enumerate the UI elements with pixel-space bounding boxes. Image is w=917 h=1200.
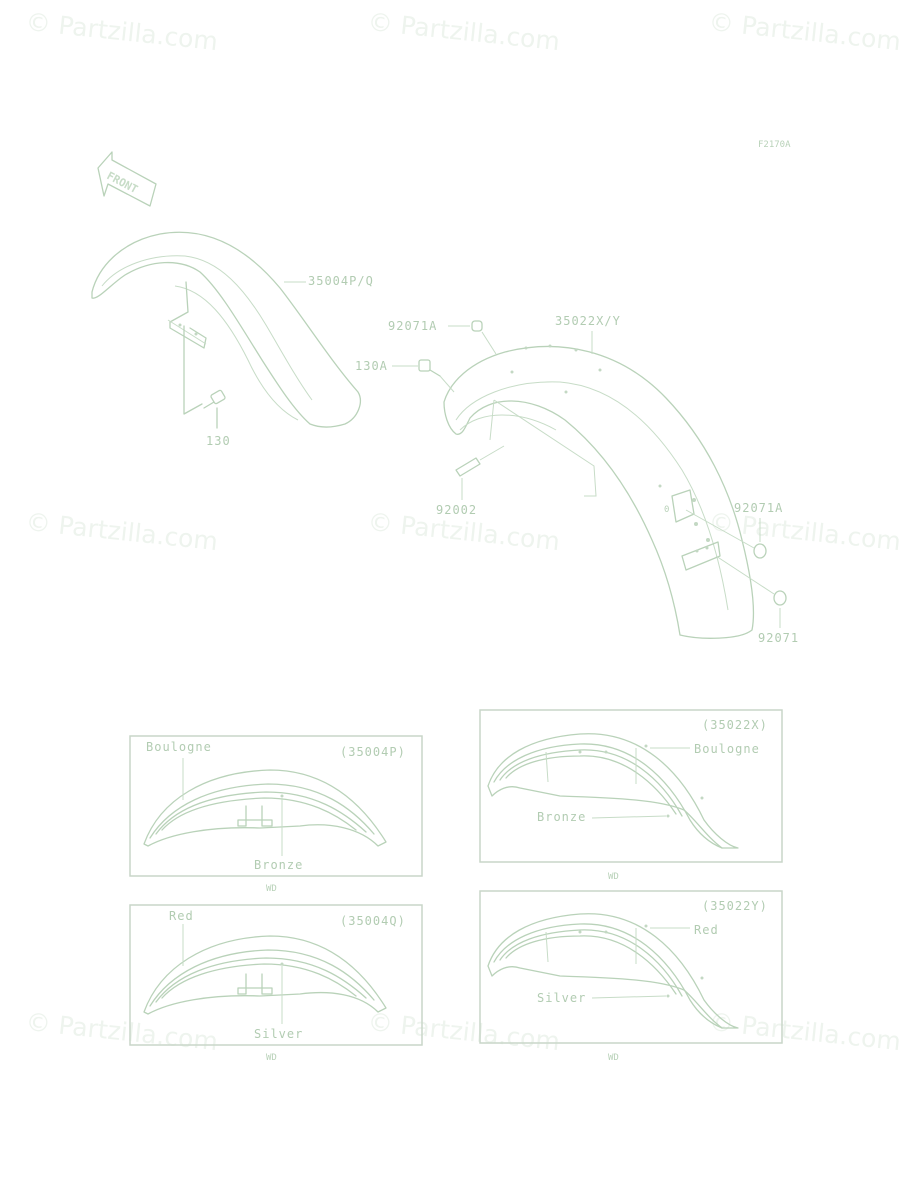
front-arrow-icon: FRONT: [97, 151, 157, 207]
watermark: © Partzilla.com: [24, 7, 219, 56]
base-color-label: Bronze: [537, 810, 586, 824]
variant-note: WD: [266, 884, 277, 894]
callout-92071a-right: 92071A: [734, 501, 783, 515]
variant-note: WD: [266, 1053, 277, 1063]
stripe-color-label: Red: [694, 923, 719, 937]
callout-130: 130: [206, 434, 231, 448]
figure-code: F2170A: [758, 140, 791, 150]
watermark: © Partzilla.com: [24, 1007, 219, 1056]
front-fender: [91, 231, 361, 428]
variant-note: WD: [608, 1053, 619, 1063]
stripe-color-label: Red: [169, 909, 194, 923]
variant-code: (35004Q): [340, 914, 406, 928]
bolt-130a: [392, 359, 455, 393]
watermark: © Partzilla.com: [24, 507, 219, 556]
base-color-label: Silver: [254, 1027, 303, 1041]
callout-92002: 92002: [436, 503, 477, 517]
stripe-color-label: Boulogne: [694, 742, 760, 756]
base-color-label: Silver: [537, 991, 586, 1005]
variant-note: WD: [608, 872, 619, 882]
variant-box-35004q: (35004Q) Red Silver: [129, 904, 423, 1046]
cap-92071: [715, 555, 787, 628]
rear-fender: 0: [443, 344, 755, 639]
cap-92071a-top: [448, 320, 497, 355]
variant-box-35004p: (35004P) Boulogne Bronze: [129, 735, 423, 877]
base-color-label: Bronze: [254, 858, 303, 872]
stripe-color-label: Boulogne: [146, 740, 212, 754]
watermark: © Partzilla.com: [366, 7, 561, 56]
cap-92071a-right: [685, 509, 767, 559]
front-fender-bolt: [183, 325, 226, 429]
bolt-92002: [455, 445, 505, 500]
callout-130a: 130A: [355, 359, 388, 373]
variant-box-35022y: (35022Y) Red Silver: [479, 890, 783, 1044]
variant-code: (35022X): [702, 718, 768, 732]
variant-code: (35004P): [340, 745, 406, 759]
fender-mark: 0: [664, 505, 669, 515]
callout-92071a-top: 92071A: [388, 319, 437, 333]
watermarks: © Partzilla.com © Partzilla.com © Partzi…: [24, 7, 902, 1056]
variant-code: (35022Y): [702, 899, 768, 913]
watermark: © Partzilla.com: [366, 1007, 561, 1056]
callout-35004pq: 35004P/Q: [308, 274, 374, 288]
watermark: © Partzilla.com: [707, 1007, 902, 1056]
watermark: © Partzilla.com: [707, 7, 902, 56]
variant-box-35022x: (35022X) Boulogne Bronze: [479, 709, 783, 863]
callout-35022xy: 35022X/Y: [555, 314, 621, 328]
callout-92071: 92071: [758, 631, 799, 645]
